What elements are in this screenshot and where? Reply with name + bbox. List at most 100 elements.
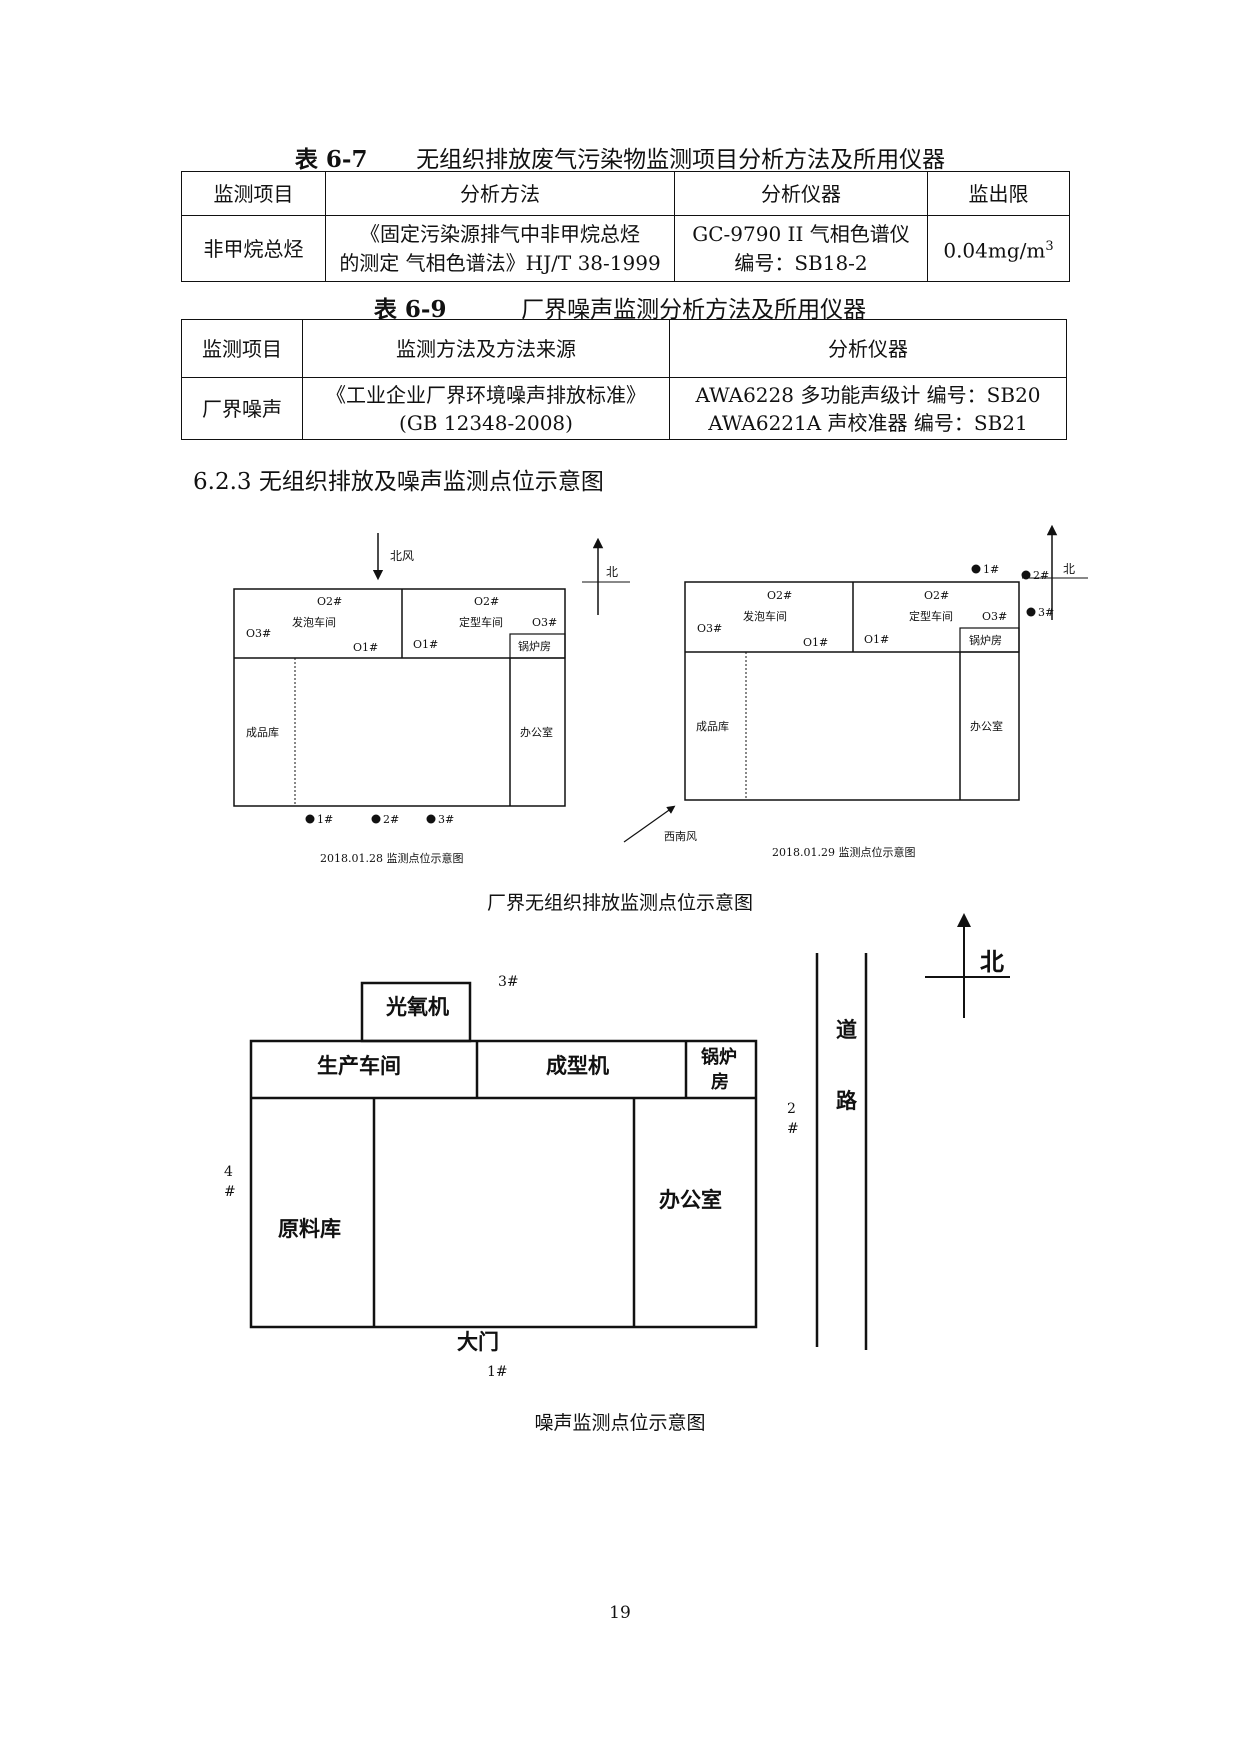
room-label: 发泡车间 xyxy=(292,615,336,629)
monitor-point-label: O3# xyxy=(532,616,557,629)
table-6-7-title: 无组织排放废气污染物监测项目分析方法及所用仪器 xyxy=(416,147,946,173)
monitor-point-label: O1# xyxy=(413,638,438,651)
monitoring-method-cell: 《工业企业厂界环境噪声排放标准》 (GB 12348-2008) xyxy=(302,377,670,440)
gate-label: 大门 xyxy=(457,1329,499,1354)
table-6-9: 监测项目 监测方法及方法来源 分析仪器 厂界噪声 《工业企业厂界环境噪声排放标准… xyxy=(181,319,1067,440)
factory-outline xyxy=(233,588,566,807)
monitor-point-label: O2# xyxy=(317,595,342,608)
downwind-point xyxy=(371,814,381,824)
room-label: 办公室 xyxy=(659,1187,722,1212)
room-label: 成品库 xyxy=(696,720,729,733)
downwind-point xyxy=(426,814,436,824)
monitor-point-label: O3# xyxy=(982,610,1007,623)
diagram-2018-01-29: 发泡车间 定型车间 锅炉房 成品库 办公室 O2# O3# O1# O2# O3… xyxy=(623,524,1088,859)
road-label: 道 xyxy=(836,1017,857,1042)
diagram-2018-01-28: 北风 北 发泡车间 定型车间 锅炉房 成品库 办公室 O2# O3# O1# O… xyxy=(233,533,630,865)
method-line: 《工业企业厂界环境噪声排放标准》 xyxy=(326,382,646,407)
room-label: 锅炉 xyxy=(701,1046,737,1068)
room-label: 光氧机 xyxy=(385,994,449,1019)
instrument-line: 编号：SB18-2 xyxy=(734,250,868,275)
room-label: 成品库 xyxy=(246,726,279,739)
factory-outline xyxy=(684,581,1020,801)
table-6-7: 监测项目 分析方法 分析仪器 监出限 非甲烷总烃 《固定污染源排气中非甲烷总烃 … xyxy=(181,171,1070,282)
instrument-line: AWA6228 多功能声级计 编号：SB20 xyxy=(695,382,1041,407)
table-header-cell: 监出限 xyxy=(927,171,1070,216)
monitoring-item-cell: 非甲烷总烃 xyxy=(181,215,326,282)
monitor-point-label: O1# xyxy=(864,633,889,646)
table-header-cell: 监测项目 xyxy=(181,171,326,216)
point-label: 3# xyxy=(1038,606,1054,619)
room-label: 锅炉房 xyxy=(518,640,551,653)
noise-monitoring-diagram: 北 道 路 光氧机 生产车间 成型机 锅炉 房 原料库 办公室 大门 3# 1#… xyxy=(224,913,1010,1380)
detection-limit-cell: 0.04mg/m3 xyxy=(927,215,1070,282)
figure-caption: 噪声监测点位示意图 xyxy=(534,1412,706,1434)
north-label: 北 xyxy=(1063,562,1075,576)
point-label: 1# xyxy=(317,813,333,826)
monitor-point-label: O2# xyxy=(924,589,949,602)
instrument-cell: AWA6228 多功能声级计 编号：SB20 AWA6221A 声校准器 编号：… xyxy=(669,377,1067,440)
point-label: 2# xyxy=(1033,569,1049,582)
instrument-line: AWA6221A 声校准器 编号：SB21 xyxy=(708,410,1028,435)
monitor-point-label: O3# xyxy=(697,622,722,635)
room-label: 锅炉房 xyxy=(969,634,1002,647)
method-line: (GB 12348-2008) xyxy=(399,410,573,435)
room-label: 办公室 xyxy=(970,719,1003,733)
monitoring-item-cell: 厂界噪声 xyxy=(181,377,303,440)
section-heading: 6.2.3 无组织排放及噪声监测点位示意图 xyxy=(193,469,604,495)
method-line: 《固定污染源排气中非甲烷总烃 xyxy=(360,221,640,246)
room-label: 定型车间 xyxy=(909,609,953,623)
limit-value: 0.04mg/m xyxy=(943,238,1046,263)
table-header-cell: 分析仪器 xyxy=(669,319,1067,378)
instrument-cell: GC-9790 II 气相色谱仪 编号：SB18-2 xyxy=(674,215,928,282)
limit-superscript: 3 xyxy=(1045,238,1054,254)
wind-label: 西南风 xyxy=(664,830,697,843)
noise-point-label: # xyxy=(224,1184,236,1200)
method-line: 的测定 气相色谱法》HJ/T 38-1999 xyxy=(339,250,661,275)
boiler-room-box xyxy=(959,627,1020,653)
monitor-point-label: O1# xyxy=(803,636,828,649)
room-label: 发泡车间 xyxy=(743,609,787,623)
table-header-cell: 分析方法 xyxy=(325,171,675,216)
page-number: 19 xyxy=(609,1603,631,1623)
point-label: 3# xyxy=(438,813,454,826)
downwind-point xyxy=(305,814,315,824)
factory-outline xyxy=(249,1039,758,1329)
instrument-line: GC-9790 II 气相色谱仪 xyxy=(692,221,910,246)
analysis-method-cell: 《固定污染源排气中非甲烷总烃 的测定 气相色谱法》HJ/T 38-1999 xyxy=(325,215,675,282)
road-label: 路 xyxy=(836,1088,858,1113)
fugitive-emission-diagrams: 北风 北 发泡车间 定型车间 锅炉房 成品库 办公室 O2# O3# O1# O… xyxy=(233,524,1088,865)
monitor-point-label: O1# xyxy=(353,641,378,654)
figure-caption: 厂界无组织排放监测点位示意图 xyxy=(486,892,753,914)
table-header-cell: 监测方法及方法来源 xyxy=(302,319,670,378)
north-label: 北 xyxy=(980,947,1004,976)
room-label: 定型车间 xyxy=(459,615,503,629)
diagram-caption: 2018.01.28 监测点位示意图 xyxy=(320,851,463,865)
table-6-9-caption: 表 6-9 厂界噪声监测分析方法及所用仪器 xyxy=(0,290,1240,324)
downwind-point xyxy=(971,564,981,574)
diagram-caption: 2018.01.29 监测点位示意图 xyxy=(772,845,915,859)
monitor-point-label: O3# xyxy=(246,627,271,640)
wind-arrow xyxy=(623,805,676,843)
noise-point-label: 4 xyxy=(224,1164,233,1180)
monitor-point-label: O2# xyxy=(474,595,499,608)
noise-point-label: # xyxy=(787,1121,799,1137)
room-label: 办公室 xyxy=(520,725,553,739)
noise-point-label: 1# xyxy=(487,1364,508,1380)
north-label: 北 xyxy=(606,565,618,579)
monitor-point-label: O2# xyxy=(767,589,792,602)
table-6-7-caption: 表 6-7 无组织排放废气污染物监测项目分析方法及所用仪器 xyxy=(0,140,1240,174)
room-label: 原料库 xyxy=(278,1216,341,1241)
downwind-point xyxy=(1026,607,1036,617)
noise-point-label: 3# xyxy=(498,974,519,990)
table-6-7-number: 表 6-7 xyxy=(294,146,368,173)
room-label: 成型机 xyxy=(546,1053,609,1078)
wind-label: 北风 xyxy=(390,549,414,563)
room-label: 生产车间 xyxy=(317,1053,401,1078)
downwind-point xyxy=(1021,570,1031,580)
table-header-cell: 监测项目 xyxy=(181,319,303,378)
table-header-cell: 分析仪器 xyxy=(674,171,928,216)
table-6-9-number: 表 6-9 xyxy=(373,296,447,323)
point-label: 1# xyxy=(983,563,999,576)
boiler-room-box xyxy=(509,633,566,659)
noise-point-label: 2 xyxy=(787,1101,796,1117)
